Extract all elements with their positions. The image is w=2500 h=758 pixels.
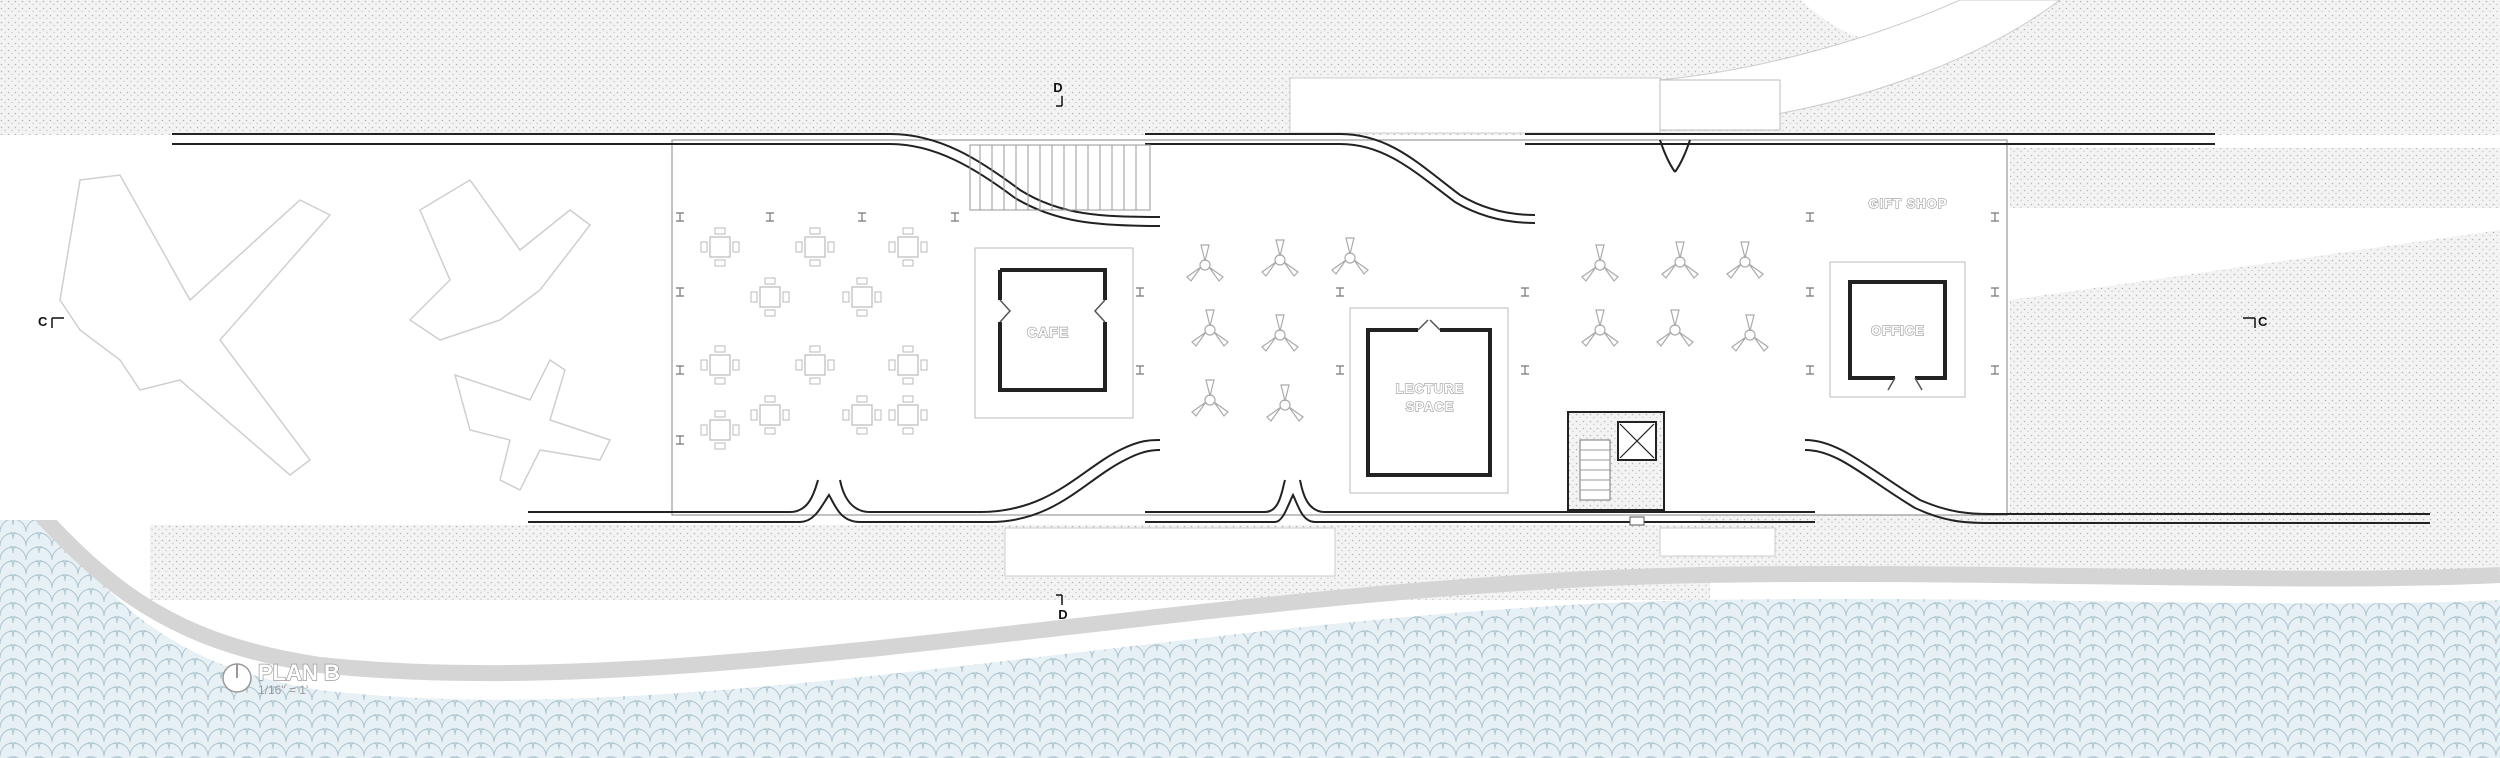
entry-plaza-bottom: [1004, 527, 1336, 577]
plan-title-block: PLAN B 1/16" = 1': [222, 659, 341, 697]
office-room: OFFICE: [1829, 261, 1966, 398]
plan-scale: 1/16" = 1': [258, 683, 308, 697]
section-marker-c-right: C: [2243, 314, 2268, 329]
section-marker-c-left: C: [38, 314, 64, 329]
north-stair: [969, 144, 1151, 211]
shoreline-path: [0, 464, 2500, 682]
north-wall-2: [1145, 133, 1536, 216]
stair-elevator-core: [1567, 411, 1665, 526]
lecture-space-room: LECTURE SPACE: [1349, 307, 1509, 494]
ground-hatch-top: [0, 0, 2500, 135]
section-marker-d-bottom: D: [1056, 594, 1068, 622]
svg-text:D: D: [1058, 607, 1067, 622]
entry-plaza-top: [1289, 77, 1661, 134]
aircraft-biplane: [408, 179, 592, 341]
south-wall-1: [528, 439, 1161, 513]
plan-title: PLAN B: [258, 660, 340, 685]
svg-text:D: D: [1053, 80, 1062, 95]
south-wall-2: [1145, 479, 1815, 513]
ground-hatch-right: [2010, 148, 2500, 208]
lecture-space-label-line2: SPACE: [1406, 399, 1455, 414]
ground-hatch-lower-right: [1700, 230, 2500, 570]
lecture-space-label-line1: LECTURE: [1396, 381, 1464, 396]
svg-text:C: C: [2258, 314, 2268, 329]
water-body: [0, 450, 2500, 758]
office-label: OFFICE: [1871, 323, 1925, 338]
svg-text:C: C: [38, 314, 48, 329]
exhibit-lawn: [0, 140, 672, 520]
aircraft-fighter: [453, 358, 612, 492]
aircraft-outlines: [59, 174, 612, 492]
exterior-walls: [172, 133, 2430, 524]
parked-vehicle: [1659, 79, 1781, 131]
south-wall-3: [1804, 439, 2430, 515]
cafe-label: CAFE: [1027, 324, 1069, 340]
cafe-room: CAFE: [974, 247, 1134, 419]
north-wall-1: [172, 133, 1161, 218]
building-floor: [671, 139, 2008, 516]
section-marker-d-top: D: [1053, 80, 1063, 107]
aircraft-large: [59, 174, 332, 476]
entry-plaza-bottom-right: [1659, 527, 1776, 557]
gift-shop-label: GIFT SHOP: [1868, 196, 1947, 211]
